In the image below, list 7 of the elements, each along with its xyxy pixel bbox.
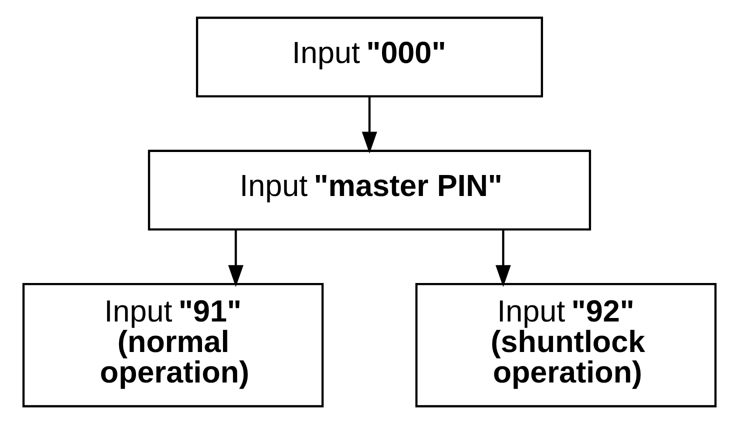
node-box: Input "master PIN" <box>147 149 591 230</box>
node-box: Input "000" <box>195 16 543 97</box>
arrow <box>495 230 510 287</box>
arrow <box>228 230 243 287</box>
node-box: Input "91" (normal operation) <box>22 282 324 407</box>
node-box: Input "92" (shuntlock operation) <box>414 282 716 407</box>
arrow <box>361 96 377 154</box>
